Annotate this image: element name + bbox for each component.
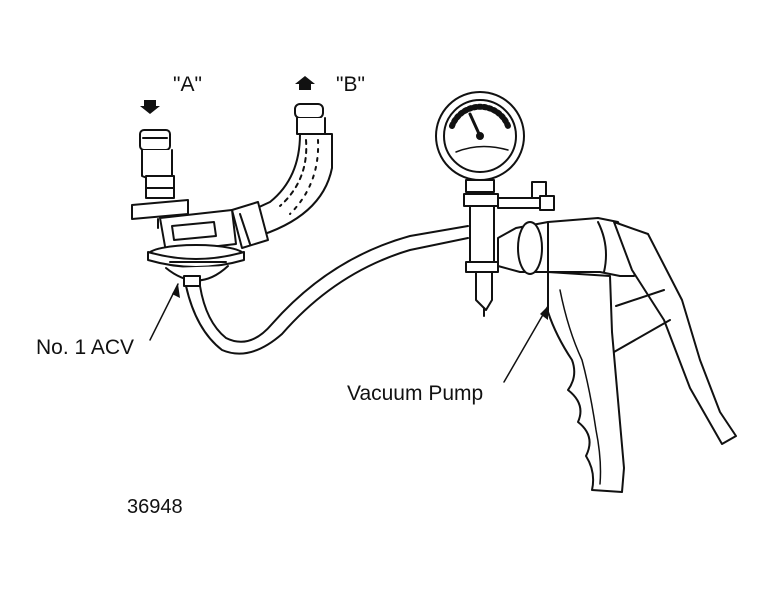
vacuum-gauge: [436, 92, 524, 192]
port-a-label: "A": [173, 73, 202, 96]
port-a-hose: [132, 130, 188, 228]
figure-number: 36948: [127, 496, 183, 518]
pump-body: [498, 218, 640, 276]
pump-leader-line: [504, 306, 548, 382]
vacuum-hose: [186, 226, 468, 354]
arrow-down-icon: [140, 100, 160, 114]
port-b-label: "B": [336, 73, 365, 96]
pump-grip: [548, 272, 624, 492]
acv-valve-body: [148, 210, 244, 286]
acv-label: No. 1 ACV: [36, 336, 135, 359]
pump-manifold: [464, 182, 554, 316]
vacuum-pump-label: Vacuum Pump: [347, 382, 484, 405]
acv-leader-line: [150, 284, 180, 340]
pump-lever: [614, 222, 736, 444]
port-b-hose: [232, 104, 332, 248]
arrow-up-icon: [295, 76, 315, 90]
